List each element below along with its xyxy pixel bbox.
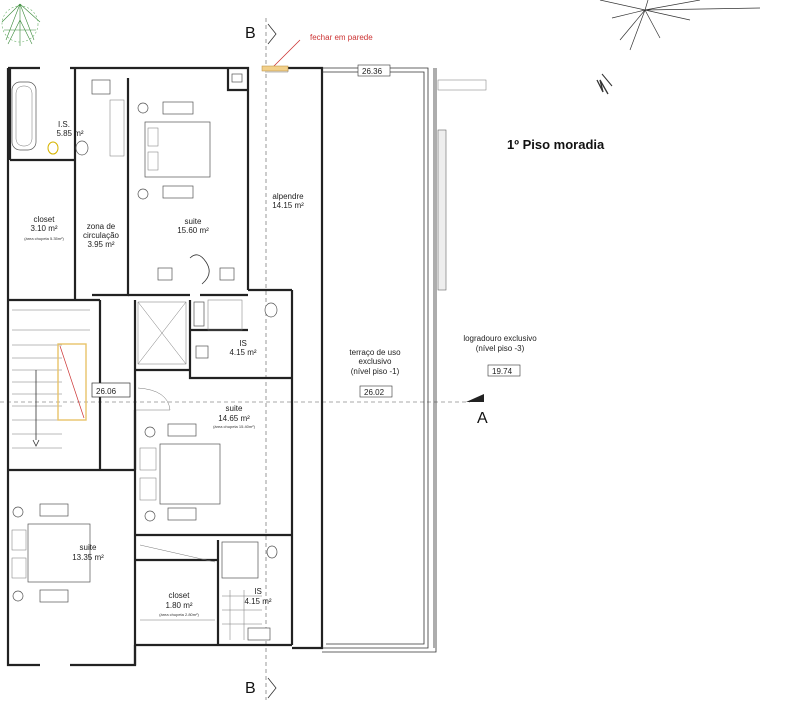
logradouro-line2: (nível piso -3) (476, 344, 525, 353)
closet-bottom-note: (área chupeta 2.80m²) (159, 612, 199, 617)
is-mid-fixtures (193, 299, 278, 359)
circulation-line2: circulação (83, 231, 120, 240)
plan-title: 1º Piso moradia (507, 137, 605, 152)
circulation-area: 3.95 m² (87, 240, 114, 249)
house-walls (6, 66, 294, 667)
suite-bottom-furniture (11, 503, 91, 603)
is-mid-name: IS (239, 339, 247, 348)
section-b-arrow-top (267, 23, 277, 45)
logradouro-line1: logradouro exclusivo (463, 334, 537, 343)
suite-mid-furniture (136, 387, 221, 522)
level-stair: 26.06 (96, 387, 117, 396)
section-a-arrow (466, 394, 484, 402)
level-terrace: 26.02 (364, 388, 385, 397)
alpendre-name: alpendre (272, 192, 304, 201)
suite-top-furniture (137, 73, 243, 285)
suite-mid-name: suite (226, 404, 243, 413)
circulation-line1: zona de (87, 222, 116, 231)
is-bottom-fixtures (221, 541, 278, 641)
closet-bottom-name: closet (169, 591, 191, 600)
is-top-name: I.S. (58, 120, 70, 129)
terrace-line1: terraço de uso (349, 348, 401, 357)
section-b-label-top: B (245, 25, 256, 42)
is-top-fixtures (11, 79, 125, 157)
terrace-line3: (nível piso -1) (351, 367, 400, 376)
terrace-outline (261, 65, 437, 653)
level-top: 26.36 (362, 67, 383, 76)
closet-bottom-area: 1.80 m² (165, 601, 192, 610)
is-bottom-name: IS (254, 587, 262, 596)
level-markers (357, 64, 521, 398)
is-mid-area: 4.15 m² (229, 348, 256, 357)
section-b-label-bottom: B (245, 680, 256, 697)
north-arrow-icon (596, 0, 761, 95)
terrace-line2: exclusivo (359, 357, 392, 366)
suite-top-area: 15.60 m² (177, 226, 209, 235)
note-fechar-parede: fechar em parede (310, 33, 373, 42)
section-a-label: A (477, 410, 488, 427)
tree-symbol (1, 3, 41, 46)
shaft-box (137, 301, 187, 365)
closet-bottom-fixtures (139, 544, 216, 621)
alpendre-area: 14.15 m² (272, 201, 304, 210)
suite-top-name: suite (185, 217, 202, 226)
suite-bottom-name: suite (80, 543, 97, 552)
note-leader-line (271, 39, 301, 69)
stair-fixtures (12, 309, 131, 449)
suite-bottom-area: 13.35 m² (72, 553, 104, 562)
is-top-area: 5.85 m² (56, 129, 83, 138)
closet-left-name: closet (34, 215, 56, 224)
suite-mid-area: 14.65 m² (218, 414, 250, 423)
closet-left-note: (área chupeta 5.35m²) (24, 236, 64, 241)
is-bottom-area: 4.15 m² (244, 597, 271, 606)
suite-mid-note: (área chupeta 15.40m²) (213, 424, 255, 429)
closet-left-area: 3.10 m² (30, 224, 57, 233)
level-garden: 19.74 (492, 367, 513, 376)
garden-strips (437, 79, 487, 291)
section-b-arrow-bottom (267, 677, 277, 699)
